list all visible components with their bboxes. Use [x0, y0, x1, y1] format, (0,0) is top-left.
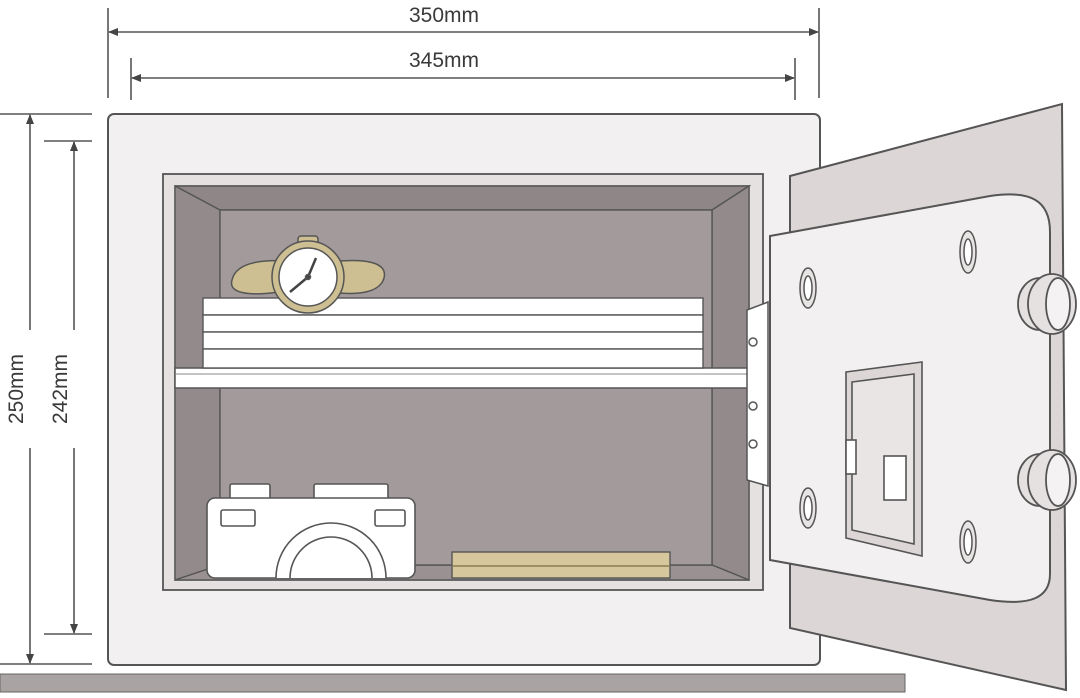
- shelf: [174, 367, 750, 389]
- floor-base: [0, 673, 906, 693]
- envelope-icon: [451, 551, 671, 579]
- outer-width-label: 350mm: [409, 4, 479, 27]
- inner-width-label: 345mm: [409, 49, 479, 72]
- door-hinge: [746, 300, 769, 487]
- camera-icon: [206, 483, 416, 579]
- safe-door: [769, 102, 1077, 692]
- document-stack: [202, 297, 704, 369]
- door-screws: [799, 230, 977, 564]
- dimension-annotations: [0, 8, 820, 665]
- keypad-lock-icon: [845, 361, 923, 558]
- outer-height-label: 250mm: [5, 354, 28, 424]
- locking-bolts: [1017, 273, 1077, 511]
- inner-height-label: 242mm: [49, 354, 72, 424]
- wristwatch-icon: [230, 235, 386, 314]
